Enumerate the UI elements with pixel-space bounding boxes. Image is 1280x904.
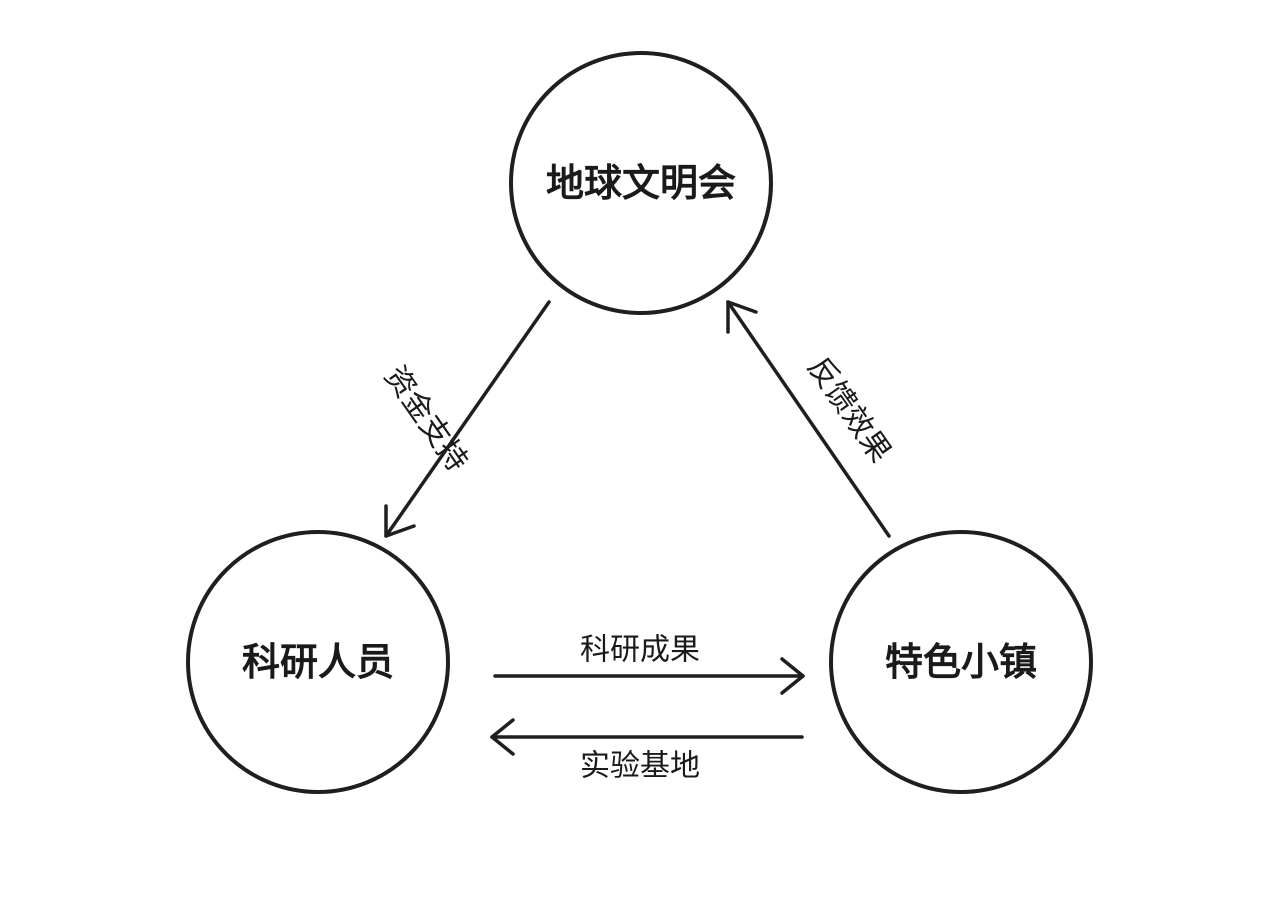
edge-feedback-effect-arrowhead [726, 300, 758, 334]
edge-research-results: 科研成果 [493, 633, 805, 695]
edge-feedback-effect-line [726, 300, 891, 538]
edge-funding-support-label: 资金支持 [377, 360, 474, 478]
node-featured-town: 特色小镇 [829, 530, 1093, 794]
edge-funding-support: 资金支持 [377, 300, 551, 538]
node-researchers-label: 科研人员 [242, 640, 394, 684]
edge-feedback-effect-label: 反馈效果 [800, 351, 897, 469]
edge-funding-support-arrowhead [384, 504, 416, 538]
node-featured-town-circle [829, 530, 1093, 794]
node-earth-civilization-circle [509, 51, 773, 315]
edge-research-results-arrowhead [780, 657, 805, 695]
edge-experimental-base-arrowhead [490, 718, 515, 756]
edge-research-results-label: 科研成果 [580, 633, 700, 668]
edge-funding-support-line [384, 300, 551, 538]
node-researchers: 科研人员 [186, 530, 450, 794]
node-researchers-circle [186, 530, 450, 794]
edge-feedback-effect: 反馈效果 [726, 300, 898, 538]
node-earth-civilization-label: 地球文明会 [546, 161, 736, 205]
node-featured-town-label: 特色小镇 [885, 640, 1037, 684]
edge-experimental-base-label: 实验基地 [580, 749, 700, 784]
edge-experimental-base: 实验基地 [490, 718, 804, 784]
node-earth-civilization: 地球文明会 [509, 51, 773, 315]
